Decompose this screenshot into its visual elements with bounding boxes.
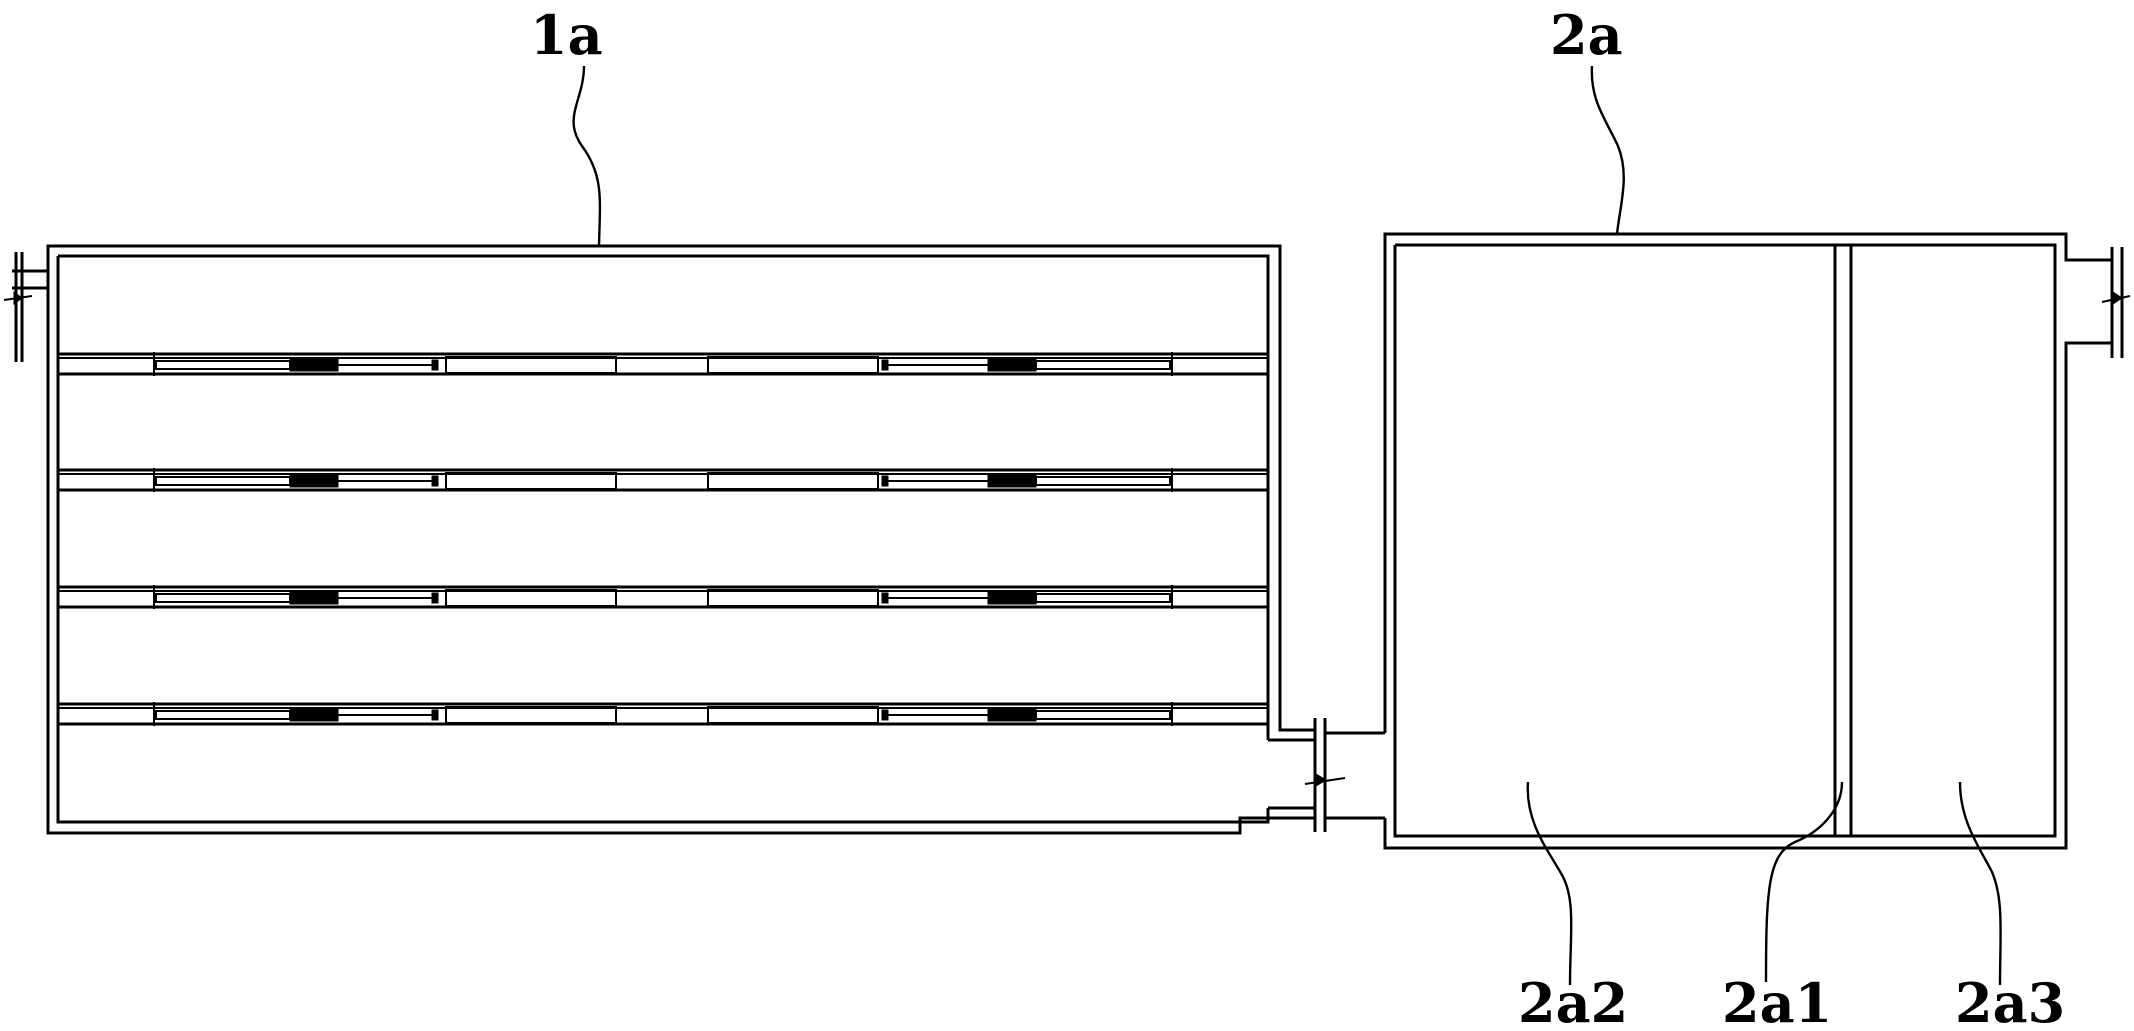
reference-labels: 1a 2a 2a2 2a1 2a3 xyxy=(530,3,2065,1031)
rail-3-right-pin xyxy=(881,592,889,604)
rail-4-right-rod xyxy=(1035,710,1171,720)
tank-1a-inner-wall xyxy=(56,254,1270,824)
leader-1a xyxy=(572,65,602,247)
rail-1-right-pin xyxy=(881,359,889,371)
tank-2a-outlet-pipe xyxy=(2066,247,2131,358)
rail-3-left-clamp xyxy=(289,591,339,605)
leader-2a2 xyxy=(1526,781,1573,986)
rail-4-left-slider xyxy=(445,706,617,724)
rail-1-right-clamp xyxy=(987,358,1037,372)
rail-4-right-slider xyxy=(707,706,879,724)
label-2a3: 2a3 xyxy=(1955,971,2065,1031)
leader-lines xyxy=(572,65,2002,986)
rail-2-left-pin xyxy=(431,475,439,487)
tank-1a-inlet-pipe xyxy=(3,252,48,362)
label-2a: 2a xyxy=(1550,3,1623,67)
rail-2-right-slider xyxy=(707,472,879,490)
rail-3-left-pin xyxy=(431,592,439,604)
rail-1-right-slider xyxy=(707,356,879,374)
leader-2a xyxy=(1590,65,1625,235)
tank-2a-inner-wall xyxy=(1393,243,2057,838)
tank-2a xyxy=(1383,232,2131,850)
leader-2a3 xyxy=(1958,781,2002,986)
rail-4-right-clamp xyxy=(987,708,1037,722)
partition-2a1 xyxy=(1833,245,1853,836)
rail-3-left-slider xyxy=(445,589,617,607)
rail-2-left-slider xyxy=(445,472,617,490)
connecting-pipe xyxy=(1268,718,1385,832)
rail-2-right-pin xyxy=(881,475,889,487)
rail-1-left-pin xyxy=(431,359,439,371)
rail-4-left-rod xyxy=(155,710,291,720)
tank-1a-rails xyxy=(58,352,1268,726)
rail-4-left-pin xyxy=(431,709,439,721)
rail-2-right-rod xyxy=(1035,476,1171,486)
rail-1-right-rod xyxy=(1035,360,1171,370)
leader-2a1 xyxy=(1764,781,1844,983)
rail-4-left-clamp xyxy=(289,708,339,722)
rail-3-right-slider xyxy=(707,589,879,607)
rail-1-left-slider xyxy=(445,356,617,374)
tank-1a-outer-wall xyxy=(46,244,1315,835)
rail-1-left-rod xyxy=(155,360,291,370)
label-1a: 1a xyxy=(530,3,603,67)
rail-3-right-rod xyxy=(1035,593,1171,603)
rail-3-left-rod xyxy=(155,593,291,603)
label-2a2: 2a2 xyxy=(1518,971,1628,1031)
rail-1-left-clamp xyxy=(289,358,339,372)
tank-1a xyxy=(3,244,1385,835)
rail-2-left-rod xyxy=(155,476,291,486)
tank-2a-outer-wall xyxy=(1383,232,2110,850)
rail-2-right-clamp xyxy=(987,474,1037,488)
rail-2-left-clamp xyxy=(289,474,339,488)
rail-4-right-pin xyxy=(881,709,889,721)
rail-3-right-clamp xyxy=(987,591,1037,605)
label-2a1: 2a1 xyxy=(1722,971,1832,1031)
